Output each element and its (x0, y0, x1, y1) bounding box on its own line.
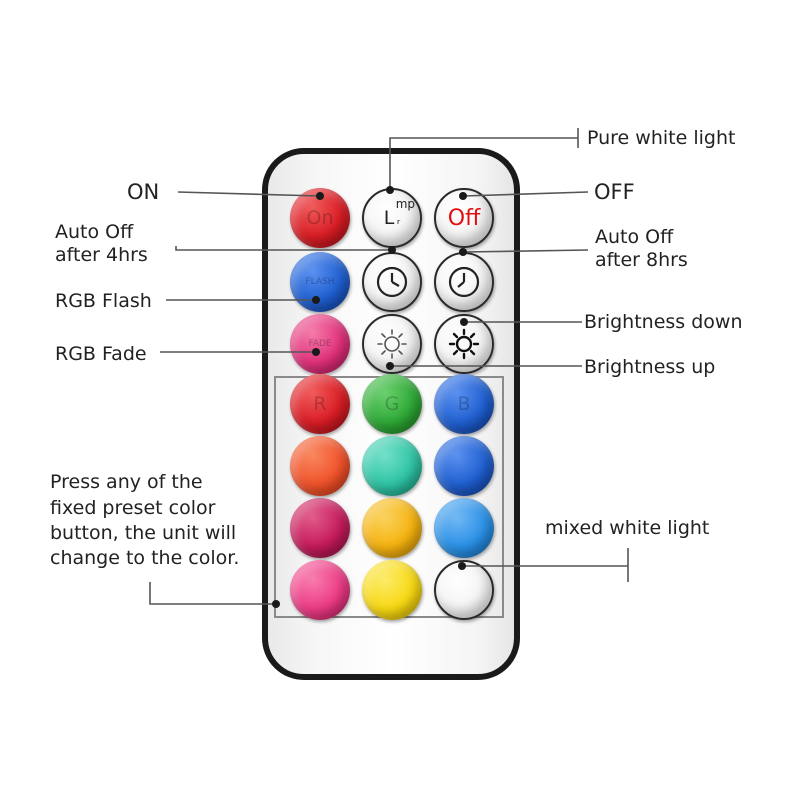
navy-button[interactable] (434, 436, 494, 496)
auto-off-4-leader-line (175, 246, 392, 251)
yellow-button[interactable] (362, 560, 422, 620)
preset-callout-line3: button, the unit will (50, 522, 237, 544)
auto-off-4-callout-line1: Auto Off (55, 221, 134, 243)
rgb-flash-callout: RGB Flash (55, 290, 152, 312)
auto-off-4-callout-line2: after 4hrs (55, 244, 148, 266)
mixed-white-button[interactable] (434, 560, 494, 620)
red-button[interactable]: R (290, 374, 350, 434)
mixed-white-callout: mixed white light (545, 517, 710, 539)
crimson-button[interactable] (290, 498, 350, 558)
sun-outline-icon (377, 329, 407, 359)
sky-button[interactable] (434, 498, 494, 558)
red-button-label: R (313, 393, 327, 415)
blue-button-label: B (457, 393, 471, 415)
clock-icon (376, 266, 408, 298)
preset-leader-line (149, 582, 276, 605)
auto-off-8-leader-line (462, 249, 589, 253)
fade-button-label: FADE (308, 339, 332, 349)
green-button-label: G (384, 393, 400, 415)
green-button[interactable]: G (362, 374, 422, 434)
fade-button[interactable]: FADE (290, 314, 350, 374)
sun-icon (448, 328, 480, 360)
on-button-label: On (306, 207, 334, 229)
auto-off-8-callout-line1: Auto Off (595, 226, 674, 248)
pure-white-leader-line (389, 137, 578, 190)
off-leader-line (462, 191, 589, 197)
flash-button-label: FLASH (305, 277, 335, 287)
on-callout: ON (127, 180, 160, 204)
preset-callout-line2: fixed preset color (50, 497, 216, 519)
amber-button[interactable] (362, 498, 422, 558)
off-callout: OFF (594, 180, 635, 204)
off-button-label: Off (447, 205, 481, 231)
rgb-fade-callout: RGB Fade (55, 343, 147, 365)
pure-white-callout: Pure white light (587, 127, 736, 149)
auto-off-8-callout-line2: after 8hrs (595, 249, 688, 271)
on-leader-line (177, 191, 321, 197)
timer-8h-button[interactable] (434, 252, 494, 312)
brightness-up-callout: Brightness up (584, 356, 716, 378)
preset-callout-line4: change to the color. (50, 547, 240, 569)
preset-callout-line1: Press any of the (50, 471, 203, 493)
teal-button[interactable] (362, 436, 422, 496)
orange-button[interactable] (290, 436, 350, 496)
clock-icon (448, 266, 480, 298)
brightness-down-callout: Brightness down (584, 311, 743, 333)
pink-button[interactable] (290, 560, 350, 620)
blue-button[interactable]: B (434, 374, 494, 434)
bulb-icon: ᵣ (394, 213, 401, 228)
flash-button[interactable]: FLASH (290, 252, 350, 312)
